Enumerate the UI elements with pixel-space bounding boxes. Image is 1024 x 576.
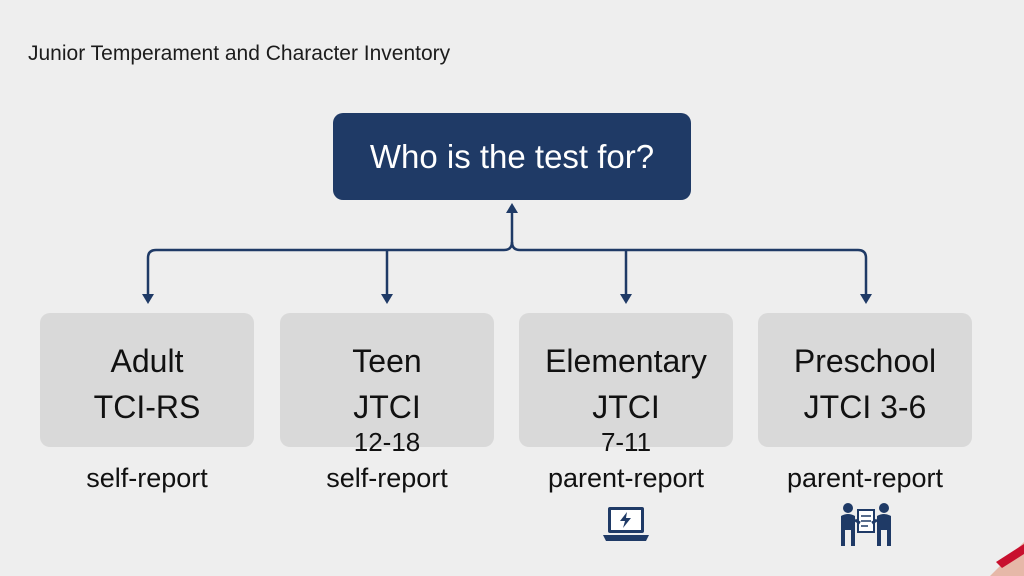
card-title: Elementary <box>545 343 707 379</box>
arrow-down-icon <box>381 294 393 304</box>
arrow-down-icon <box>142 294 154 304</box>
arrow-up-icon <box>506 203 518 213</box>
card-test-code: JTCI <box>353 389 421 425</box>
age-range: 12-18 <box>353 427 421 457</box>
card-title: Teen <box>352 343 422 379</box>
card-test-code: TCI-RS <box>93 389 201 425</box>
card-test-code: JTCI 3-6 <box>803 389 927 425</box>
elementary-card: Elementary JTCI <box>519 313 733 447</box>
report-type: parent-report <box>547 463 705 493</box>
parents-document-icon <box>841 503 891 546</box>
card-test-code: JTCI <box>592 389 660 425</box>
root-question-label: Who is the test for? <box>369 137 655 175</box>
preschool-card: Preschool JTCI 3-6 <box>758 313 972 447</box>
adult-card: Adult TCI-RS <box>40 313 254 447</box>
corner-logo-mark <box>990 542 1024 576</box>
arrow-down-icon <box>860 294 872 304</box>
teen-card: Teen JTCI <box>280 313 494 447</box>
card-title: Adult <box>110 343 184 379</box>
laptop-icon <box>603 507 649 541</box>
age-range: 7-11 <box>600 427 652 457</box>
arrow-down-icon <box>620 294 632 304</box>
page-title: Junior Temperament and Character Invento… <box>28 42 451 65</box>
card-title: Preschool <box>793 343 937 379</box>
root-question-box: Who is the test for? <box>333 113 691 200</box>
report-type: self-report <box>86 463 208 493</box>
report-type: self-report <box>326 463 448 493</box>
report-type: parent-report <box>786 463 944 493</box>
